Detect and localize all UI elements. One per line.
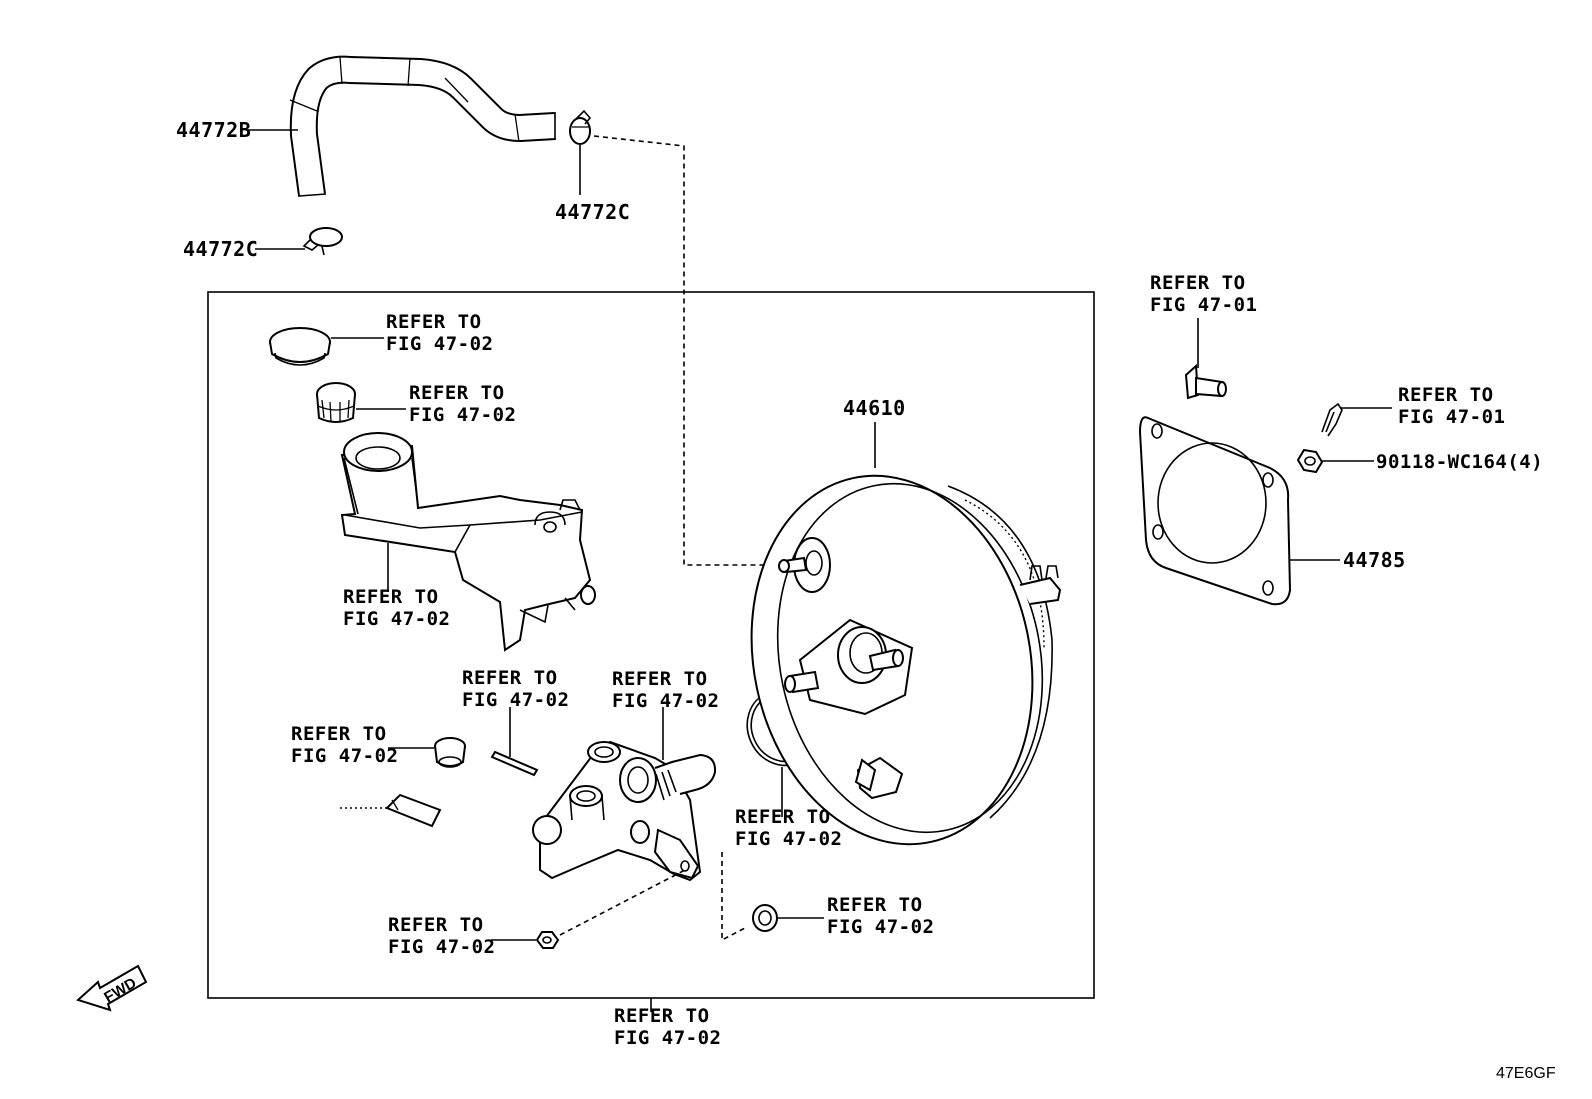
small-nut-dashed-line <box>559 869 686 936</box>
reservoir-pin <box>490 750 539 777</box>
ref-pin-line2: FIG 47-02 <box>462 689 569 711</box>
ref-bolt-line2: FIG 47-01 <box>1150 294 1257 316</box>
brake-fluid-reservoir <box>340 432 596 652</box>
seal-dashed-line <box>721 852 746 942</box>
ref-cylinder-line2: FIG 47-02 <box>612 690 719 712</box>
master-cylinder <box>532 740 717 882</box>
small-nut <box>535 931 560 949</box>
ref-strainer-line1: REFER TO <box>409 382 505 404</box>
ref-seal-line1: REFER TO <box>827 894 923 916</box>
clevis-clip-pin <box>1321 402 1343 437</box>
part-number-gasket: 44785 <box>1343 548 1406 572</box>
ref-assembly-line2: FIG 47-02 <box>614 1027 721 1049</box>
ref-cap-line2: FIG 47-02 <box>386 333 493 355</box>
ref-small-nut-line2: FIG 47-02 <box>388 936 495 958</box>
ref-pin-line1: REFER TO <box>462 667 558 689</box>
ref-strainer-line2: FIG 47-02 <box>409 404 516 426</box>
vacuum-hose <box>289 55 556 197</box>
booster-bolt <box>1184 363 1227 400</box>
booster-nut <box>1296 448 1324 474</box>
brake-booster <box>750 474 1062 846</box>
part-number-booster: 44610 <box>843 396 906 420</box>
booster-gasket <box>1138 416 1292 606</box>
ref-assembly-line1: REFER TO <box>614 1005 710 1027</box>
ref-grommet-line1: REFER TO <box>291 723 387 745</box>
reservoir-strainer <box>316 382 356 423</box>
booster-seal <box>752 904 778 932</box>
ref-grommet-line2: FIG 47-02 <box>291 745 398 767</box>
ref-clip-pin-line1: REFER TO <box>1398 384 1494 406</box>
part-number-hose: 44772B <box>176 118 251 142</box>
hose-clip-left <box>302 227 343 256</box>
ref-reservoir-line1: REFER TO <box>343 586 439 608</box>
ref-cap-line1: REFER TO <box>386 311 482 333</box>
reservoir-cap <box>269 327 331 366</box>
part-number-nut: 90118-WC164(4) <box>1376 451 1543 473</box>
vacuum-connection-dashed-line <box>593 135 784 566</box>
reservoir-grommet <box>434 737 466 768</box>
ref-small-nut-line1: REFER TO <box>388 914 484 936</box>
part-number-clip-right: 44772C <box>555 200 630 224</box>
ref-oring-line1: REFER TO <box>735 806 831 828</box>
ref-seal-line2: FIG 47-02 <box>827 916 934 938</box>
part-number-clip-left: 44772C <box>183 237 258 261</box>
ref-reservoir-line2: FIG 47-02 <box>343 608 450 630</box>
ref-cylinder-line1: REFER TO <box>612 668 708 690</box>
fwd-arrow-icon: FWD <box>76 964 148 1012</box>
ref-oring-line2: FIG 47-02 <box>735 828 842 850</box>
hose-clip-right <box>569 109 592 145</box>
ref-bolt-line1: REFER TO <box>1150 272 1246 294</box>
cylinder-seal-plate <box>385 793 442 828</box>
figure-code: 47E6GF <box>1496 1065 1556 1082</box>
ref-clip-pin-line2: FIG 47-01 <box>1398 406 1505 428</box>
